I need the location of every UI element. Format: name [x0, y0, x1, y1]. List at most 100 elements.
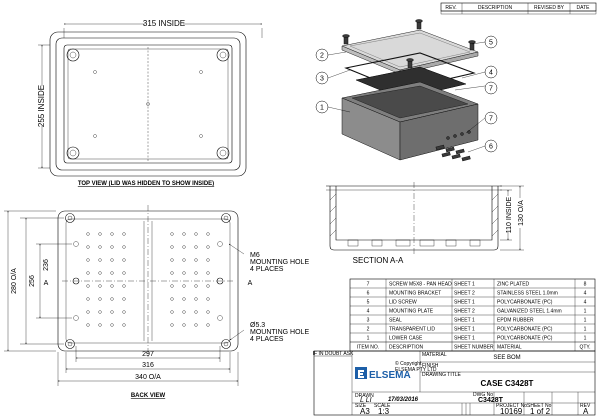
pin-hole [206, 232, 210, 236]
rev-label: REV [580, 403, 591, 409]
dimension-316: 316 [142, 362, 154, 369]
parts-list-cell: SHEET 1 [454, 327, 475, 333]
pin-hole [86, 271, 90, 275]
back-view: A A 297 316 340 O/A 280 O/A 256 236 M6 M… [4, 205, 309, 399]
pin-hole [110, 297, 114, 301]
pin-hole [182, 245, 186, 249]
material-label: MATERIAL [422, 352, 447, 358]
parts-list-cell: 1 [367, 336, 370, 342]
hole-53-note-line3: 4 PLACES [250, 336, 284, 343]
balloon-5: 5 [489, 40, 493, 47]
pin-hole [182, 323, 186, 327]
dimension-236: 236 [43, 259, 50, 271]
parts-list-cell: 4 [584, 291, 587, 297]
pin-hole [194, 310, 198, 314]
pin-hole [194, 297, 198, 301]
parts-list-cell: LOWER CASE [389, 336, 423, 342]
lid-screw-icon [342, 19, 476, 69]
pin-hole [206, 310, 210, 314]
top-width-dimension: 315 INSIDE [143, 19, 185, 28]
pin-hole [170, 323, 174, 327]
rev-header: REV. [445, 5, 456, 11]
pin-hole [110, 323, 114, 327]
pin-hole [170, 271, 174, 275]
parts-list-header: DESCRIPTION [389, 345, 424, 351]
scale-value: 1:3 [378, 407, 390, 416]
parts-list-cell: MOUNTING PLATE [389, 309, 434, 315]
parts-list-cell: SHEET 2 [454, 309, 475, 315]
parts-list-cell: SHEET 1 [454, 300, 475, 306]
drawn-label: DRAWN [355, 393, 374, 399]
section-mark-right: A [248, 280, 253, 287]
pin-hole [98, 232, 102, 236]
pin-hole [170, 297, 174, 301]
balloon-3: 3 [320, 76, 324, 83]
revision-table: REV. DESCRIPTION REVISED BY DATE [440, 2, 597, 15]
drawing-title-label: DRAWING TITLE [422, 372, 462, 378]
pin-hole [122, 284, 126, 288]
drawing-date: 17/03/2016 [388, 397, 419, 403]
pin-hole [206, 245, 210, 249]
parts-list-header: SHEET NUMBER [454, 345, 494, 351]
pin-hole [110, 284, 114, 288]
parts-list-cell: 7 [367, 282, 370, 288]
pin-hole [98, 297, 102, 301]
parts-list-cell: SHEET 2 [454, 291, 475, 297]
top-view-caption: TOP VIEW (LID WAS HIDDEN TO SHOW INSIDE) [78, 181, 214, 187]
pin-hole [170, 310, 174, 314]
parts-list-cell: LID SCREW [389, 300, 417, 306]
logo-wordmark: ELSEMA [369, 370, 411, 381]
section-caption: SECTION A-A [353, 256, 404, 265]
if-in-doubt-ask: IF IN DOUBT ASK [313, 351, 354, 357]
dimension-256: 256 [29, 275, 36, 287]
pin-hole [170, 245, 174, 249]
dwg-no-label: DWG No [473, 392, 493, 398]
project-no: 10169 [500, 407, 523, 416]
pin-hole [122, 297, 126, 301]
pin-hole [194, 232, 198, 236]
pin-hole [170, 232, 174, 236]
pin-hole [86, 284, 90, 288]
parts-list-cell: SCREW M5X8 - PAN HEAD [389, 282, 452, 288]
pin-hole [86, 323, 90, 327]
exploded-isometric-view: 2 3 1 5 4 7 7 6 [315, 19, 498, 162]
dimension-297: 297 [142, 351, 154, 358]
pin-hole [194, 284, 198, 288]
parts-list-cell: 1 [584, 336, 587, 342]
parts-list-cell: 6 [367, 291, 370, 297]
balloon-6: 6 [489, 144, 493, 151]
pin-hole [194, 245, 198, 249]
top-height-dimension: 255 INSIDE [37, 85, 46, 127]
balloon-1: 1 [320, 105, 324, 112]
section-overall-height-dimension: 130 O/A [518, 200, 525, 226]
parts-list-cell: SEAL [389, 318, 402, 324]
sheet-no-label: SHEET No [527, 403, 552, 409]
parts-list-header: MATERIAL [497, 345, 522, 351]
parts-list-cell: ZINC PLATED [497, 282, 530, 288]
project-no-label: PROJECT No [496, 403, 527, 409]
pin-hole [98, 323, 102, 327]
parts-list-cell: 4 [584, 300, 587, 306]
balloon-4: 4 [489, 70, 493, 77]
parts-list-cell: 1 [584, 318, 587, 324]
parts-list-cell: 3 [367, 318, 370, 324]
copyright: © Copyright [395, 360, 422, 367]
parts-list-cell: SHEET 1 [454, 282, 475, 288]
pin-hole [98, 284, 102, 288]
pin-hole [98, 271, 102, 275]
pin-hole [122, 271, 126, 275]
parts-list-cell: TRANSPARENT LID [389, 327, 435, 333]
pin-hole [110, 271, 114, 275]
balloon-7-bottom: 7 [489, 116, 493, 123]
pin-hole [122, 310, 126, 314]
hole-53-note-line1: Ø5.3 [250, 322, 265, 329]
parts-list-header: ITEM NO. [357, 345, 379, 351]
pin-hole [194, 271, 198, 275]
dwg-no: C3428T [478, 397, 504, 404]
pin-hole [110, 310, 114, 314]
parts-list-cell: STAINLESS STEEL 1.0mm [497, 291, 558, 297]
parts-list-cell: GALVANIZED STEEL 1.4mm [497, 309, 562, 315]
dimension-340-overall: 340 O/A [135, 374, 161, 381]
pin-hole [182, 310, 186, 314]
